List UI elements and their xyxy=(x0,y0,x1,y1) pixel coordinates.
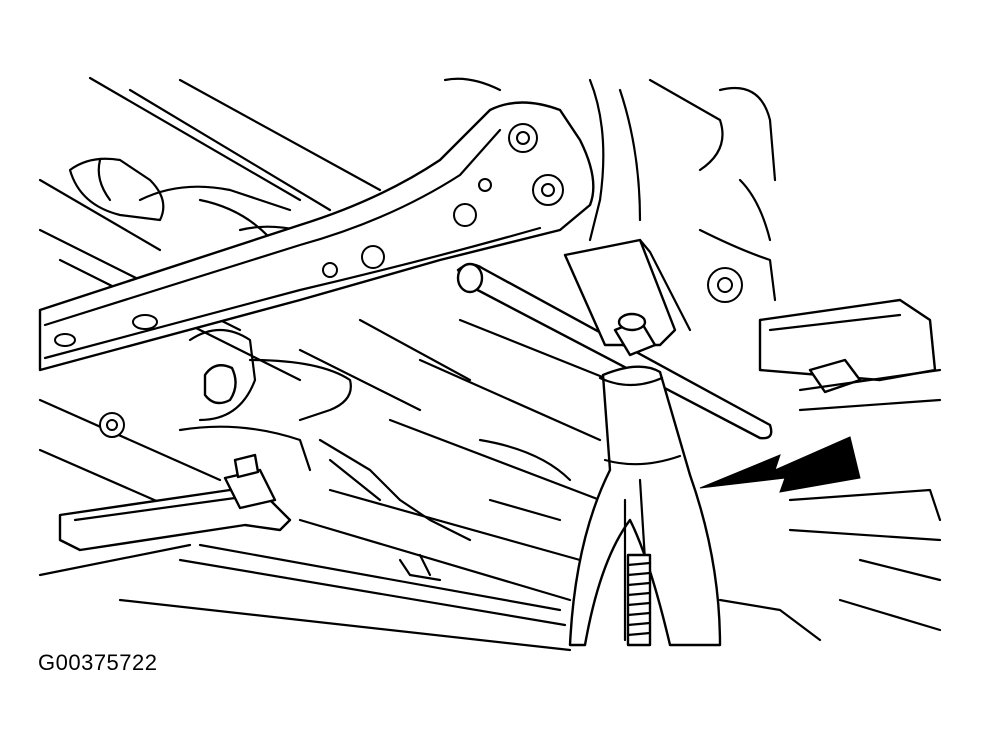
jack-handle xyxy=(58,453,292,552)
bracket xyxy=(99,329,352,472)
right-mount xyxy=(718,298,942,642)
lower-frame xyxy=(178,543,567,627)
socket-holder xyxy=(563,238,692,357)
figure-id-label: G00375722 xyxy=(38,650,158,675)
cross-member xyxy=(38,101,595,372)
threaded-rod xyxy=(626,553,652,647)
exhaust xyxy=(318,438,572,542)
arrow-icon xyxy=(699,436,861,493)
body-panel xyxy=(443,77,777,303)
t-bar-tool xyxy=(456,262,773,440)
